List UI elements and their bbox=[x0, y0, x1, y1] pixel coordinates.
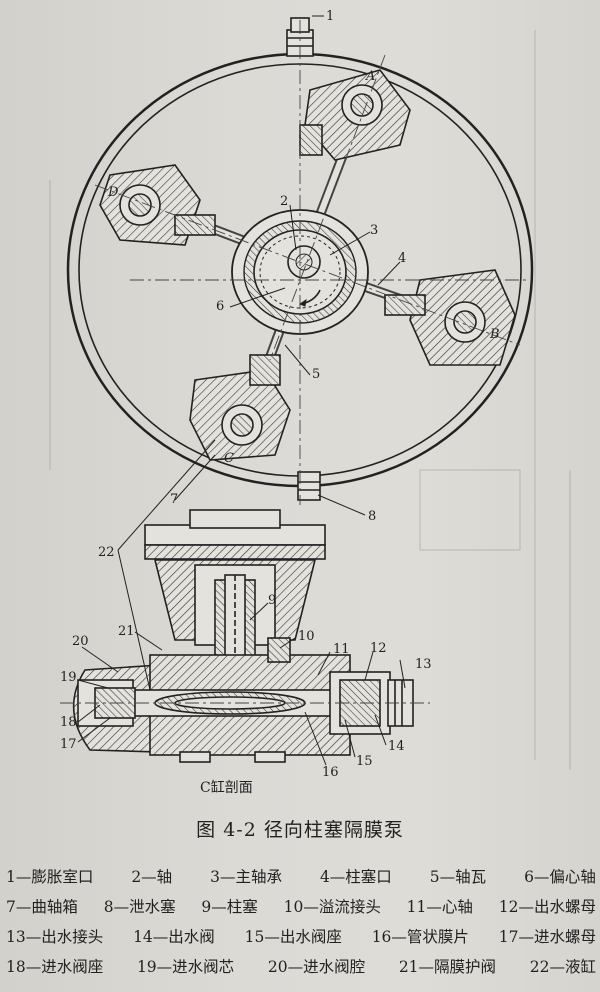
callout-9: 9 bbox=[268, 593, 276, 608]
drain-plug bbox=[297, 471, 321, 501]
legend-row-4: 18—进水阀座 19—进水阀芯 20—进水阀腔 21—隔膜护阀 22—液缸 bbox=[6, 952, 596, 982]
legend-item: 15—出水阀座 bbox=[244, 928, 342, 946]
callout-6: 6 bbox=[216, 299, 224, 314]
legend-item: 17—进水螺母 bbox=[498, 928, 596, 946]
callout-12: 12 bbox=[370, 641, 387, 656]
callout-11: 11 bbox=[333, 642, 350, 657]
legend-item: 21—隔膜护阀 bbox=[398, 958, 497, 976]
callout-7: 7 bbox=[170, 492, 178, 507]
legend-row-3: 13—出水接头 14—出水阀 15—出水阀座 16—管状膜片 17—进水螺母 bbox=[6, 922, 596, 952]
legend-item: 10—溢流接头 bbox=[283, 898, 381, 916]
leader-lines bbox=[77, 15, 406, 766]
legend-item: 6—偏心轴 bbox=[524, 868, 596, 886]
center-lines bbox=[94, 20, 530, 505]
legend-item: 3—主轴承 bbox=[210, 868, 282, 886]
callout-2: 2 bbox=[280, 194, 288, 209]
callout-1: 1 bbox=[326, 9, 334, 24]
legend-item: 5—轴瓦 bbox=[429, 868, 487, 886]
callout-16: 16 bbox=[322, 765, 339, 780]
legend-item: 9—柱塞 bbox=[201, 898, 258, 916]
section-view bbox=[60, 509, 430, 763]
callout-18: 18 bbox=[60, 715, 77, 730]
cylinder-label-b: B bbox=[489, 327, 500, 342]
legend-item: 14—出水阀 bbox=[133, 928, 215, 946]
legend-item: 8—泄水塞 bbox=[103, 898, 176, 916]
legend-item: 11—心轴 bbox=[406, 898, 473, 916]
legend-item: 22—液缸 bbox=[529, 958, 596, 976]
legend-item: 12—出水螺母 bbox=[498, 898, 596, 916]
callout-5: 5 bbox=[312, 367, 320, 382]
callout-4: 4 bbox=[398, 251, 406, 266]
callout-20: 20 bbox=[72, 634, 89, 649]
legend-row-1: 1—膨胀室口 2—轴 3—主轴承 4—柱塞口 5—轴瓦 6—偏心轴 bbox=[6, 862, 596, 892]
legend-item: 13—出水接头 bbox=[6, 928, 104, 946]
legend-item: 16—管状膜片 bbox=[371, 928, 469, 946]
callout-19: 19 bbox=[60, 670, 77, 685]
cylinder-label-a: A bbox=[365, 69, 375, 84]
legend-item: 18—进水阀座 bbox=[6, 958, 104, 976]
callout-15: 15 bbox=[356, 754, 373, 769]
figure-caption: 图 4-2 径向柱塞隔膜泵 bbox=[196, 819, 404, 841]
cylinder-arm-a bbox=[299, 69, 411, 217]
callout-21: 21 bbox=[118, 624, 135, 639]
callout-10: 10 bbox=[298, 629, 315, 644]
legend-item: 4—柱塞口 bbox=[319, 868, 392, 886]
section-title: C缸剖面 bbox=[200, 779, 253, 796]
legend-row-2: 7—曲轴箱 8—泄水塞 9—柱塞 10—溢流接头 11—心轴 12—出水螺母 bbox=[6, 892, 596, 922]
background-ghost bbox=[49, 30, 571, 770]
parts-legend: 1—膨胀室口 2—轴 3—主轴承 4—柱塞口 5—轴瓦 6—偏心轴 7—曲轴箱 … bbox=[6, 862, 596, 982]
callout-17: 17 bbox=[60, 737, 77, 752]
callout-8: 8 bbox=[368, 509, 376, 524]
legend-item: 7—曲轴箱 bbox=[6, 898, 78, 916]
pump-drawing: A B C D 1 2 3 4 5 6 7 8 9 10 11 12 13 14… bbox=[49, 9, 571, 796]
callout-14: 14 bbox=[388, 739, 405, 754]
callout-22: 22 bbox=[98, 545, 115, 560]
cylinder-arm-d bbox=[99, 164, 257, 250]
legend-item: 20—进水阀腔 bbox=[267, 958, 366, 976]
callout-13: 13 bbox=[415, 657, 432, 672]
legend-item: 1—膨胀室口 bbox=[6, 868, 94, 886]
legend-item: 2—轴 bbox=[131, 868, 173, 886]
cylinder-arm-b bbox=[358, 269, 516, 366]
cylinder-arm-c bbox=[189, 328, 291, 461]
cylinder-label-c: C bbox=[224, 451, 234, 466]
legend-item: 19—进水阀芯 bbox=[136, 958, 235, 976]
callout-3: 3 bbox=[370, 223, 378, 238]
cylinder-label-d: D bbox=[107, 185, 119, 200]
